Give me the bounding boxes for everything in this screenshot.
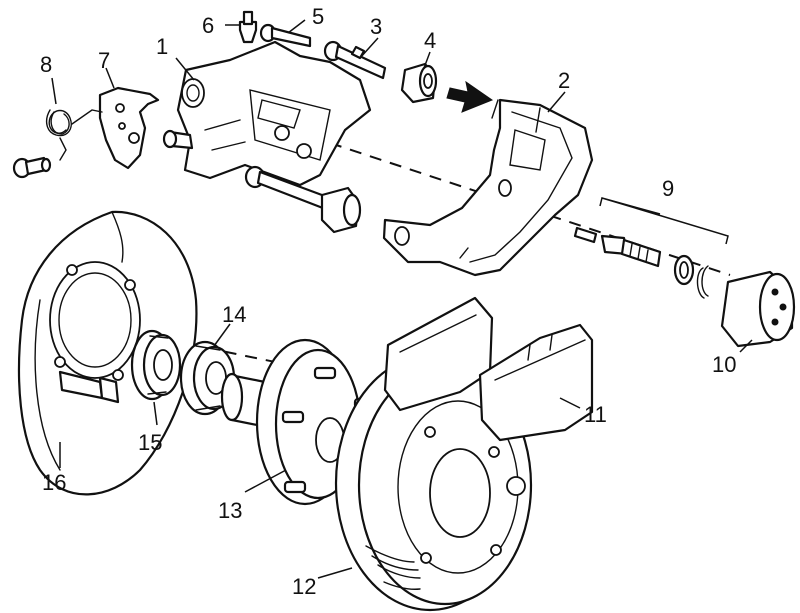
dust-shield	[17, 210, 198, 496]
callout-7: 7	[98, 48, 110, 73]
direction-arrow	[446, 80, 494, 113]
lower-guide-pin	[244, 165, 362, 234]
callout-16: 16	[42, 470, 66, 495]
callout-11: 11	[584, 402, 607, 427]
callout-5: 5	[312, 4, 324, 29]
bleed-screw	[259, 23, 312, 48]
brake-disc	[334, 354, 533, 612]
piston	[720, 270, 796, 348]
group-bracket	[599, 197, 729, 245]
brake-pad	[383, 296, 594, 442]
callout-14: 14	[222, 302, 246, 327]
callout-3: 3	[370, 14, 382, 39]
guide-pin	[323, 40, 387, 80]
callout-13: 13	[218, 498, 242, 523]
callout-4: 4	[424, 28, 436, 53]
piston-kit	[573, 226, 709, 299]
caliper-carrier	[382, 98, 594, 277]
callout-12: 12	[292, 574, 316, 599]
callout-9: 9	[662, 176, 674, 201]
hub-axis-line	[59, 317, 291, 366]
callout-10: 10	[712, 352, 736, 377]
return-spring	[45, 109, 103, 161]
callout-15: 15	[138, 430, 162, 455]
dust-cap	[238, 10, 258, 44]
parking-brake-lever	[98, 86, 160, 170]
inner-bearing	[130, 329, 182, 401]
callout-8: 8	[40, 52, 52, 77]
caliper-bolt	[162, 129, 194, 150]
callout-1: 1	[156, 34, 168, 59]
caliper-body	[176, 40, 372, 187]
lever-bolt	[12, 156, 52, 179]
guide-bushing	[400, 62, 438, 104]
leader-lines	[51, 19, 753, 579]
callout-2: 2	[558, 68, 570, 93]
callout-6: 6	[202, 13, 214, 38]
